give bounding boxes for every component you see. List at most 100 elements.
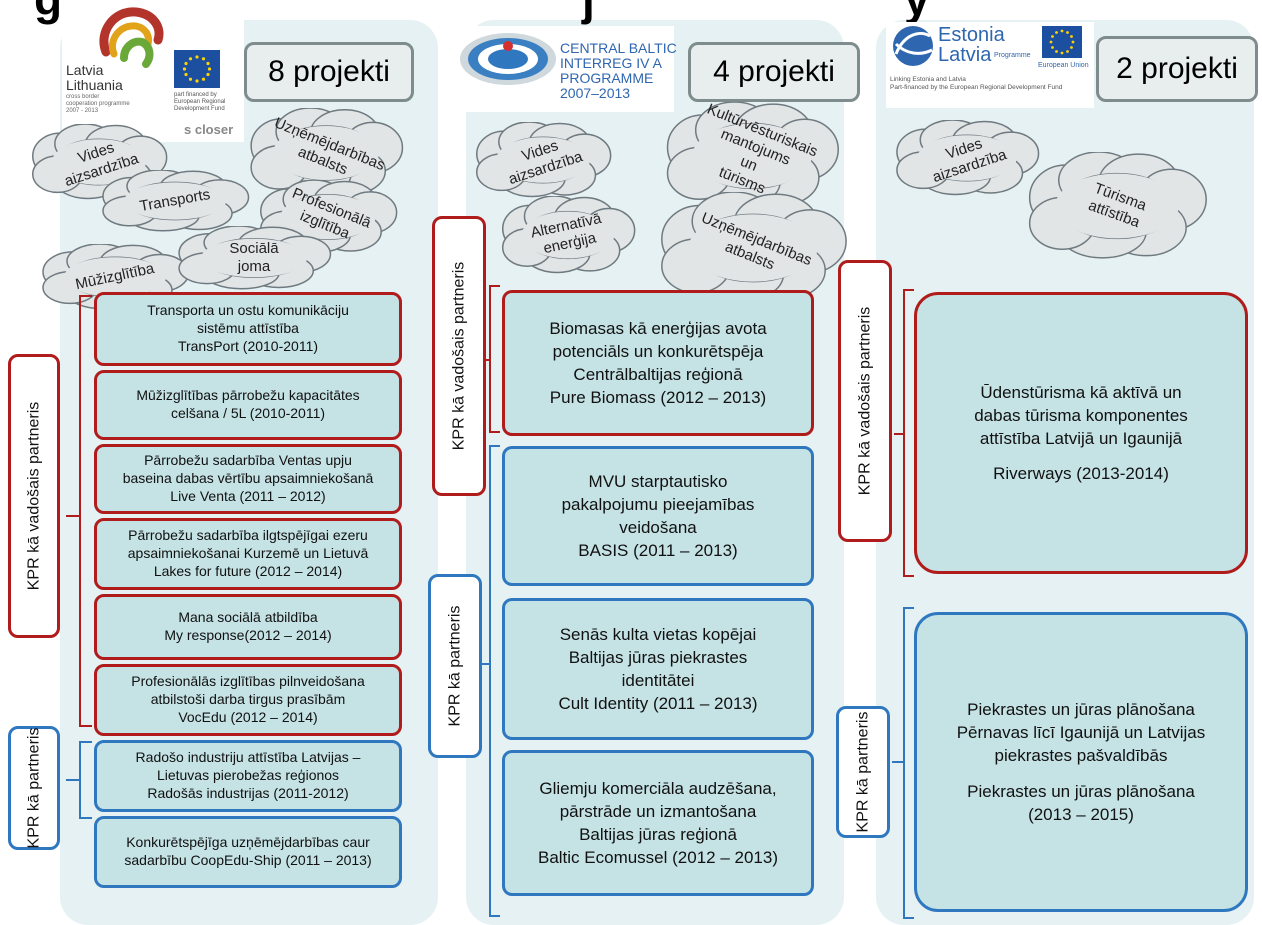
circle-target-logo-icon — [460, 33, 556, 85]
project-text-line: celšana / 5L (2010-2011) — [170, 405, 326, 421]
cloud-text-line: joma — [237, 258, 271, 275]
lv-lt-logo-small-3: 2007 - 2013 — [66, 108, 99, 114]
cloud-text-line: Sociālā — [229, 240, 279, 257]
est-lat-small-2: Part-financed by the European Regional D… — [890, 84, 1063, 91]
project-text-line: atbilstoši darba tirgus prasībām — [150, 691, 346, 708]
project-text-line: apsaimniekošanai Kurzemē un Lietuvā — [127, 545, 369, 562]
lv-lt-tagline: s closer — [184, 122, 234, 137]
project-count-central-baltic: 4 projekti — [688, 42, 860, 102]
central-baltic-logo: CENTRAL BALTIC INTERREG IV A PROGRAMME 2… — [452, 26, 677, 112]
side-label-lead-partner: KPR kā vadošais partneris — [432, 216, 486, 496]
lv-lt-logo-name-2: Lithuania — [66, 77, 123, 93]
project-count-est-lat: 2 projekti — [1096, 36, 1258, 102]
project-text-line: Lakes for future (2012 – 2014) — [153, 562, 343, 579]
est-lat-programme-logo: Estonia Latvia Programme European Union … — [886, 22, 1094, 108]
side-label-partner: KPR kā partneris — [8, 726, 60, 850]
project-text-line: attīstība Latvijā un Igaunijā — [979, 429, 1183, 448]
central-baltic-logo-line-1: CENTRAL BALTIC — [560, 40, 677, 56]
cloud-shape — [501, 196, 636, 274]
cloud-shape — [896, 120, 1040, 196]
cloud-shape — [666, 102, 839, 209]
project-text-line: Baltijas jūras reģionā — [579, 825, 737, 844]
cloud-shape — [102, 170, 250, 232]
side-label-partner: KPR kā partneris — [428, 574, 482, 758]
project-text-line: Piekrastes un jūras plānošana — [967, 781, 1195, 801]
project-text-line: Mana sociālā atbildība — [178, 609, 318, 626]
est-lat-logo-name-2: Latvia — [938, 44, 992, 66]
project-text-line: Profesionālās izglītības pilnveidošana — [131, 673, 365, 690]
side-label-lead-partner: KPR kā vadošais partneris — [8, 354, 60, 638]
project-text-line: Pure Biomass (2012 – 2013) — [549, 388, 767, 408]
project-text-line: sistēmu attīstība — [197, 320, 299, 337]
project-box: Gliemju komerciāla audzēšana, pārstrāde u… — [502, 750, 814, 896]
project-text-line: Baltic Ecomussel (2012 – 2013) — [537, 848, 779, 868]
side-label-lead-partner: KPR kā vadošais partneris — [838, 260, 892, 542]
lv-lt-logo-small-1: cross border — [66, 94, 100, 100]
project-text-line: Centrālbaltijas reģionā — [573, 365, 743, 384]
project-text-line: Senās kulta vietas kopējai — [559, 624, 757, 644]
lv-lt-programme-logo: Latvia Lithuania cross border cooperatio… — [62, 4, 244, 142]
lv-lt-logo-small-2: cooperation programme — [66, 101, 130, 107]
project-text-line: veidošana — [619, 518, 697, 537]
project-text-line: Transporta un ostu komunikāciju — [147, 302, 349, 319]
topic-cloud: Transports — [100, 170, 250, 232]
project-text-line: potenciāls un konkurētspēja — [552, 341, 764, 361]
cloud-shape — [260, 180, 398, 254]
project-text-line: Biomasas kā enerģijas avota — [549, 318, 767, 338]
project-text-line: Live Venta (2011 – 2012) — [170, 487, 326, 504]
project-text-line: Lietuvas pierobežas reģionos — [156, 767, 340, 784]
project-text-line: pārstrāde un izmantošana — [559, 801, 757, 821]
project-text-line: (2013 – 2015) — [1028, 804, 1134, 824]
central-baltic-logo-line-3: PROGRAMME — [560, 70, 654, 86]
project-text-line: baseina dabas vērtību apsaimniekošanā — [122, 470, 374, 487]
project-text-line: Pārrobežu sadarbība ilgtspējīgai ezeru — [128, 527, 368, 544]
project-text-line: Mūžizglītības pārrobežu kapacitātes — [136, 387, 360, 404]
lv-lt-eu-text-3: Development Fund — [174, 106, 225, 112]
est-lat-small-1: Linking Estonia and Latvia — [890, 76, 966, 83]
project-text-line: BASIS (2011 – 2013) — [578, 541, 738, 561]
lv-lt-eu-text-2: European Regional — [174, 99, 226, 105]
project-text-line: Riverways (2013-2014) — [993, 464, 1169, 484]
topic-cloud: Mūžizglītība — [40, 244, 190, 310]
project-text-line: VocEdu (2012 – 2014) — [178, 708, 318, 725]
project-text-line: Radošo industriju attīstība Latvijas – — [135, 749, 361, 766]
project-text-line: piekrastes pašvaldībās — [994, 746, 1168, 766]
cloud-shape — [1028, 152, 1207, 259]
project-text-line: My response(2012 – 2014) — [164, 627, 332, 643]
project-text-line: Gliemju komerciāla audzēšana, — [539, 778, 777, 798]
swirl-logo-icon — [99, 7, 164, 68]
project-text-line: TransPort (2010-2011) — [177, 337, 319, 354]
est-lat-eu-label: European Union — [1038, 62, 1089, 69]
title-fragment-mid: j — [582, 0, 595, 22]
project-text-line: MVU starptautisko — [588, 471, 728, 491]
project-text-line: Piekrastes un jūras plānošana — [967, 700, 1195, 720]
lv-lt-logo-name-1: Latvia — [66, 62, 104, 78]
project-text-line: Ūdenstūrisma kā aktīvā un — [980, 382, 1182, 402]
project-count-lv-lt: 8 projekti — [244, 42, 414, 102]
title-fragment-left: g — [34, 0, 62, 22]
cloud-shape — [661, 192, 847, 303]
cloud-shape — [250, 108, 404, 197]
globe-logo-icon — [893, 26, 933, 66]
est-lat-logo-programme: Programme — [994, 52, 1031, 59]
project-text-line: dabas tūrisma komponentes — [974, 405, 1188, 425]
lv-lt-eu-text-1: part financed by — [174, 92, 217, 98]
project-text-line: identitātei — [621, 671, 695, 690]
est-lat-logo-name-1: Estonia — [938, 24, 1005, 46]
project-box: Ūdenstūrisma kā aktīvā un dabas tūrisma k… — [914, 292, 1248, 574]
project-text-line: Cult Identity (2011 – 2013) — [558, 694, 758, 714]
central-baltic-logo-line-4: 2007–2013 — [560, 85, 631, 101]
project-box: Biomasas kā enerģijas avota potenciāls un… — [502, 290, 814, 436]
cloud-shape — [178, 226, 332, 290]
